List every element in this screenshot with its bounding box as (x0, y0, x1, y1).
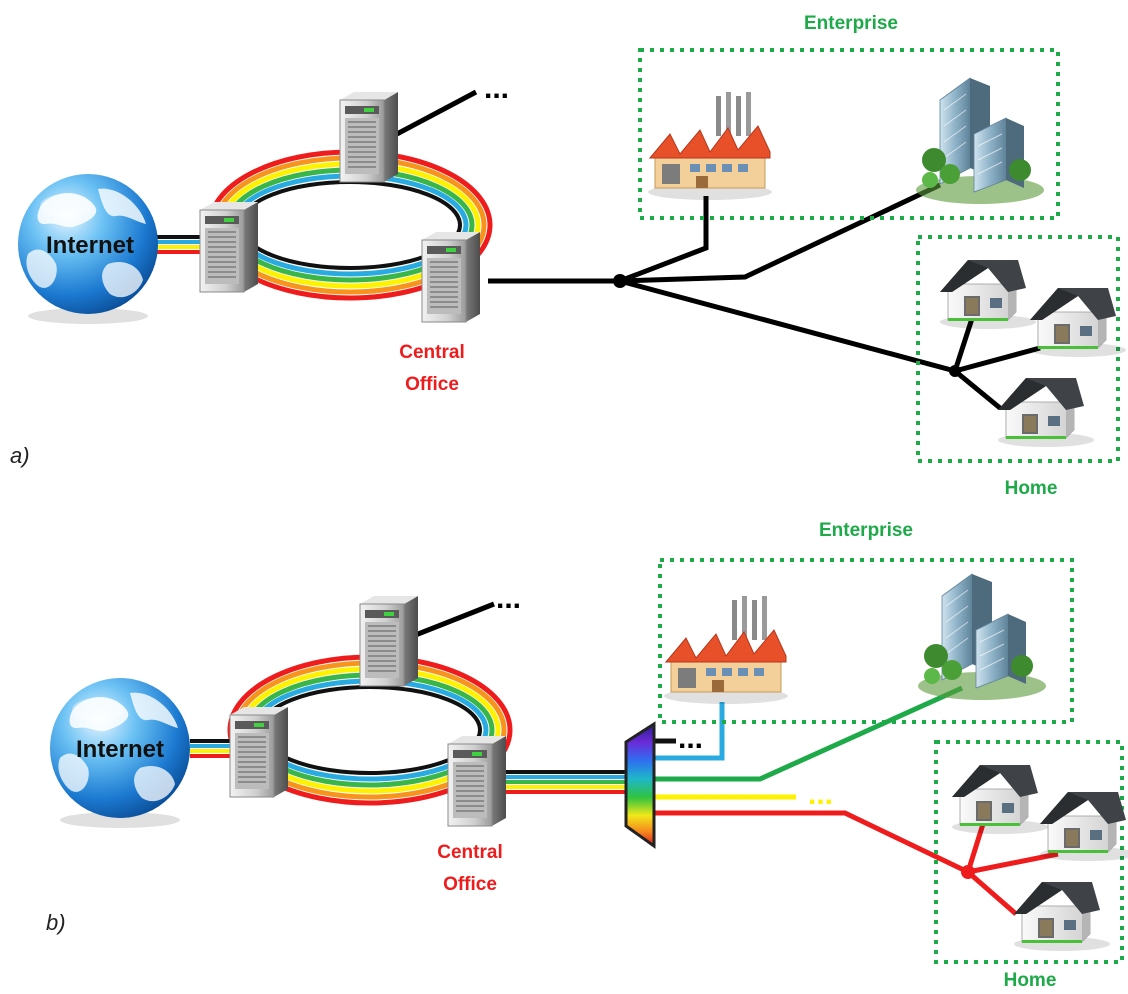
splitter-node (949, 365, 961, 377)
panel-label: a) (10, 443, 30, 468)
house-icon (997, 377, 1095, 448)
house-icon (939, 259, 1037, 330)
server-icon (199, 201, 259, 293)
panel-b: Internet ... ... ... Central Office Ente… (46, 520, 1128, 991)
enterprise-label: Enterprise (804, 13, 898, 34)
yellow-ellipsis: ... (808, 778, 833, 811)
central-office-server-icon (421, 231, 481, 323)
mux-ellipsis: ... (678, 722, 703, 755)
server-icon (229, 706, 289, 798)
office-building-icon (917, 573, 1047, 701)
house-icon (951, 764, 1049, 835)
internet-label: Internet (46, 232, 134, 259)
panel-label: b) (46, 910, 66, 935)
wavelength-mux-icon (624, 721, 656, 849)
house-icon (1039, 791, 1128, 862)
ellipsis: ... (484, 72, 509, 105)
internet-link (155, 235, 205, 254)
central-office-label: Office (443, 874, 497, 895)
factory-icon (647, 91, 773, 201)
central-office-label: Central (399, 342, 464, 363)
server-icon (339, 91, 399, 183)
home-label: Home (1004, 970, 1057, 991)
central-office-server-icon (447, 735, 507, 827)
splitter-node (961, 865, 975, 879)
enterprise-group (638, 48, 1060, 220)
enterprise-group (658, 558, 1074, 724)
internet-label: Internet (76, 736, 164, 763)
home-group (934, 740, 1124, 964)
home-label: Home (1005, 478, 1058, 499)
wavelength-lines (655, 685, 1059, 916)
server-icon (359, 595, 419, 687)
splitter-node (613, 274, 627, 288)
central-office-label: Central (437, 842, 502, 863)
ellipsis: ... (496, 582, 521, 615)
panel-a: Internet ... Central Office Enterprise H… (10, 13, 1127, 499)
house-icon (1013, 881, 1111, 952)
internet-link (190, 739, 232, 758)
central-office-label: Office (405, 374, 459, 395)
office-building-icon (915, 77, 1045, 205)
feeder-line (407, 601, 495, 641)
factory-icon (663, 595, 789, 705)
wdm-trunk (505, 770, 628, 794)
enterprise-label: Enterprise (819, 520, 913, 541)
house-icon (1029, 287, 1127, 358)
feeder-lines (393, 89, 1041, 410)
